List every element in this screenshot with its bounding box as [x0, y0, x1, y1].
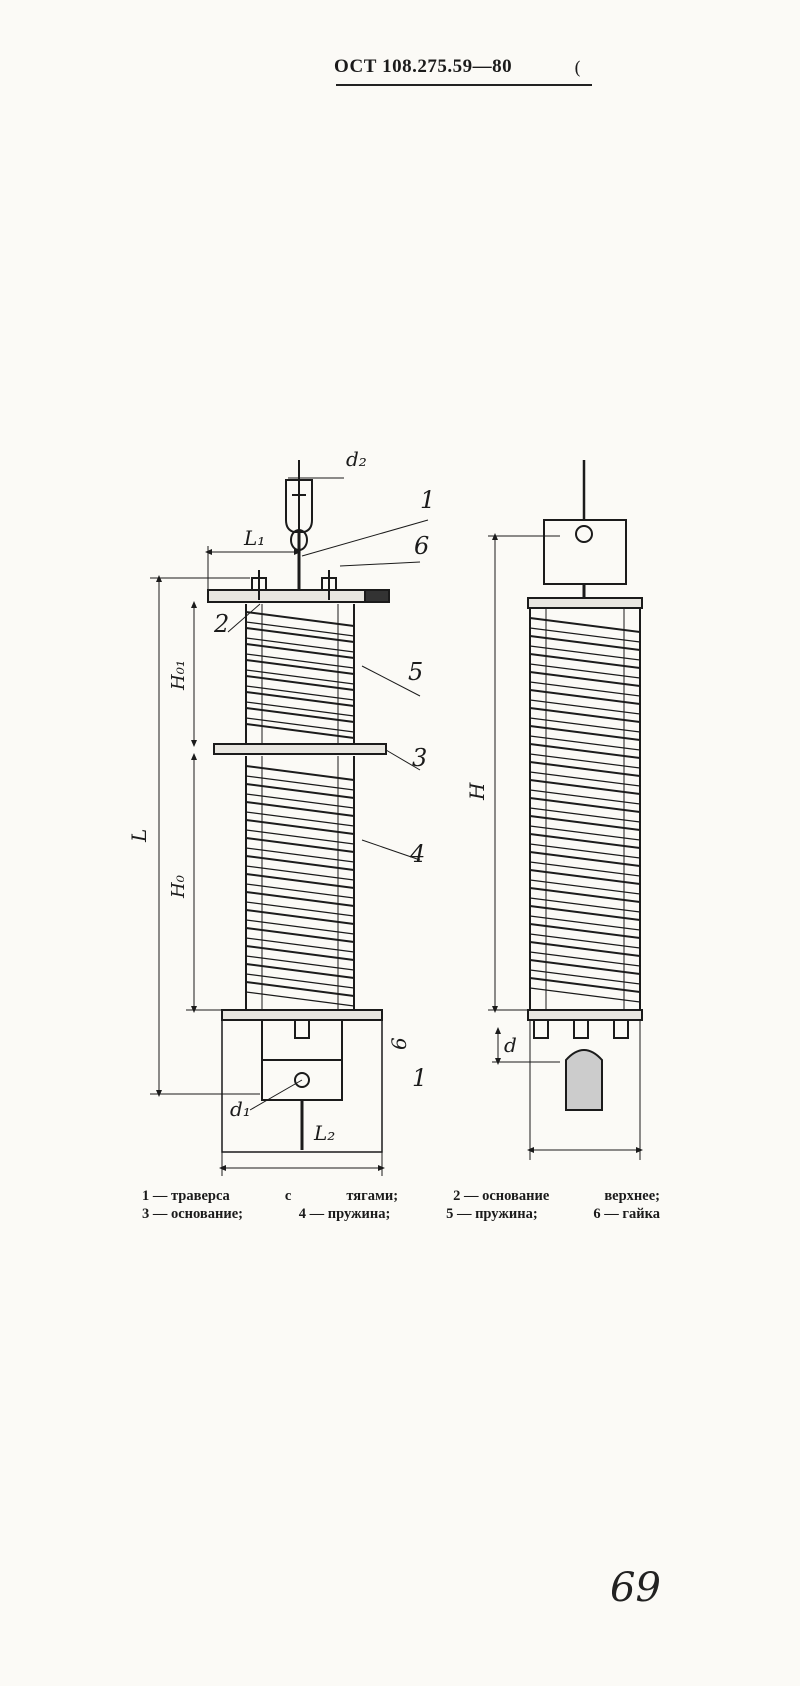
label-d1: d₁ [230, 1097, 251, 1121]
caption-item-6: 6 — гайка [593, 1206, 660, 1222]
caption-item-1a: 1 — траверса [142, 1188, 230, 1204]
bottom-plate [221, 1009, 383, 1021]
header-mark: ( [574, 58, 582, 79]
caption-item-2b: верхнее; [604, 1188, 660, 1204]
figure-caption: 1 — траверса с тягами; 2 — основание вер… [142, 1187, 660, 1223]
label-H0: H₀ [168, 875, 189, 899]
caption-item-2a: 2 — основание [453, 1188, 550, 1204]
caption-item-3: 3 — основание; [142, 1206, 243, 1222]
callout-1: 1 [420, 486, 435, 514]
header-underline [336, 84, 592, 86]
upper-spring [245, 604, 355, 744]
label-d2: d₂ [346, 447, 367, 471]
callout-2: 2 [213, 610, 229, 638]
document-code: ОСТ 108.275.59—80 [334, 56, 513, 77]
caption-item-4: 4 — пружина; [298, 1206, 391, 1222]
caption-line-2: 3 — основание; 4 — пружина; 5 — пружина;… [142, 1205, 660, 1223]
callout-4: 4 [409, 840, 425, 868]
callout-5: 5 [408, 658, 423, 686]
lower-spring [245, 756, 355, 1010]
caption-item-1b: с [284, 1188, 292, 1204]
label-H01: H₀₁ [168, 660, 189, 691]
label-L: L [127, 829, 151, 843]
right-spring [529, 608, 641, 1010]
callout-1-bottom: 1 [412, 1064, 427, 1092]
callout-3: 3 [412, 744, 427, 772]
top-clevis [285, 460, 313, 590]
top-plate [207, 589, 389, 603]
caption-item-1c: тягами; [346, 1188, 399, 1204]
callout-6-bottom: 6 [387, 1037, 411, 1050]
callout-6: 6 [414, 532, 429, 560]
label-H: H [465, 782, 489, 801]
label-d: d [504, 1033, 517, 1057]
label-L2: L₂ [313, 1121, 335, 1145]
caption-item-5: 5 — пружина; [446, 1206, 538, 1222]
label-L1: L₁ [243, 526, 265, 550]
page-number: 69 [610, 1565, 661, 1611]
right-view [488, 460, 643, 1160]
caption-line-1: 1 — траверса с тягами; 2 — основание вер… [142, 1187, 660, 1205]
left-view [150, 460, 429, 1176]
middle-plate [213, 743, 387, 755]
